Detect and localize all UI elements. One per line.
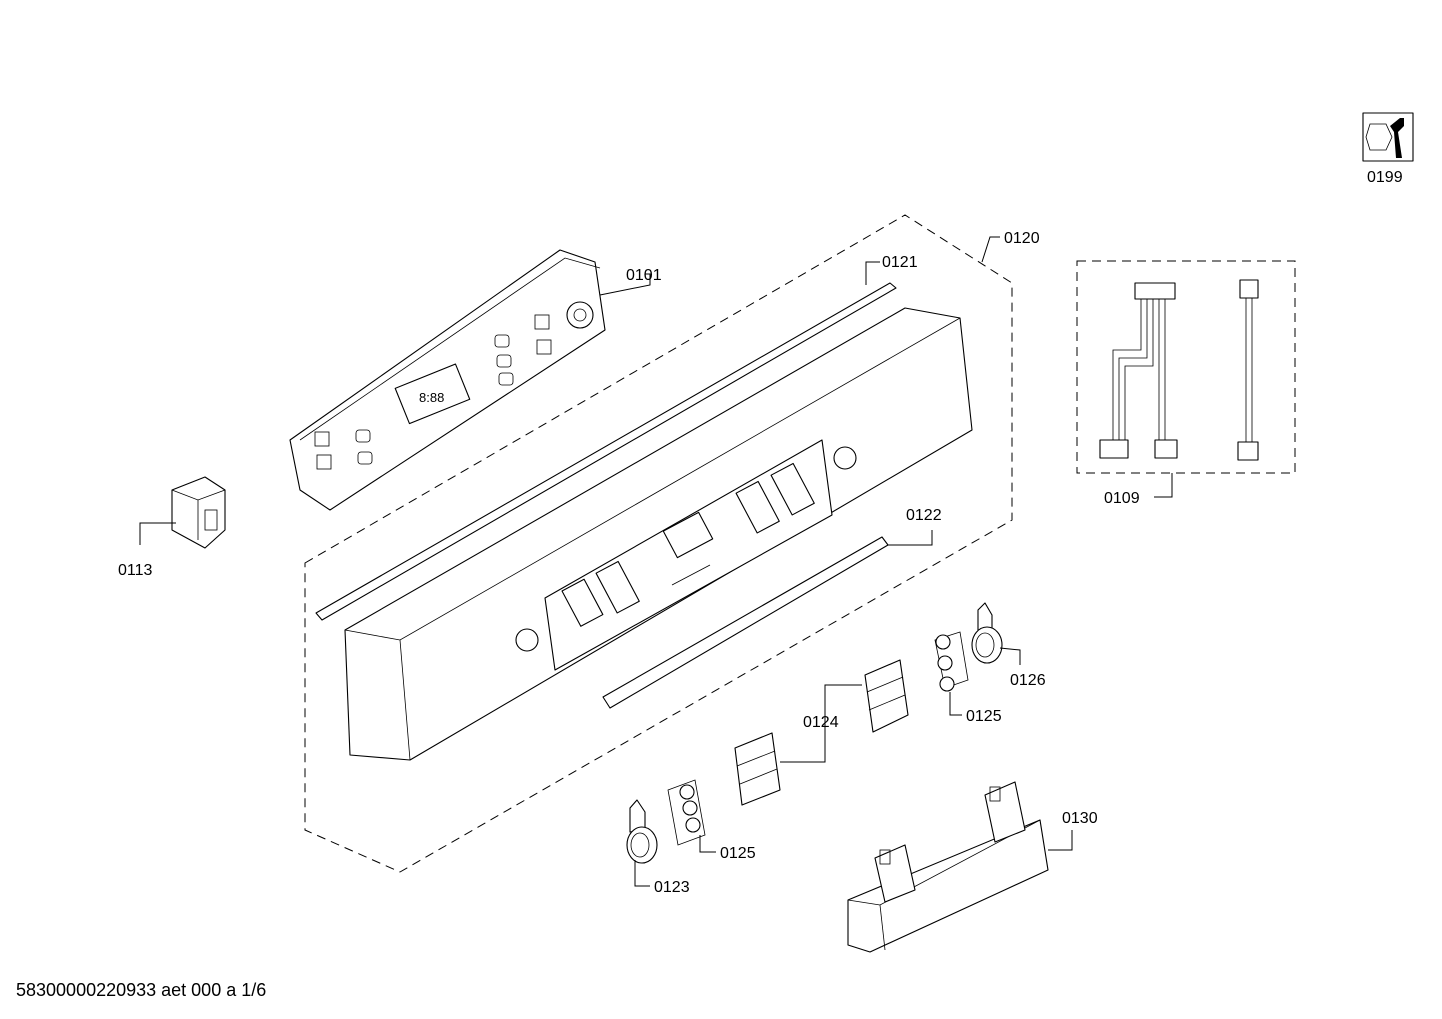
cable-harness-0109 (1099, 279, 1259, 461)
leader-0120 (981, 236, 1000, 263)
seal-strip-0121 (315, 282, 897, 621)
part-label-0123: 0123 (654, 879, 690, 896)
assembly-outline-0109 (1076, 260, 1296, 474)
leader-0130 (1048, 830, 1073, 851)
fascia-panel (344, 307, 973, 761)
leader-0124 (780, 684, 862, 763)
part-label-0122: 0122 (906, 507, 942, 524)
leader-0125-lower (699, 835, 716, 853)
leader-0121 (865, 261, 880, 285)
leader-0125-upper (949, 692, 962, 716)
part-label-0125-lower: 0125 (720, 845, 756, 862)
part-label-0126: 0126 (1010, 672, 1046, 689)
button-block-0124-upper (864, 659, 909, 733)
leader-0122 (888, 530, 933, 546)
part-label-0130: 0130 (1062, 810, 1098, 827)
part-label-0101: 0101 (626, 267, 662, 284)
service-tool-icon (1362, 112, 1414, 162)
knob-0123 (626, 799, 658, 864)
assembly-outline-0120 (304, 214, 1013, 873)
button-set-0125-upper (934, 631, 969, 692)
part-label-0124: 0124 (803, 714, 839, 731)
leader-0101 (599, 273, 651, 296)
part-label-0199: 0199 (1367, 169, 1403, 186)
part-label-0109: 0109 (1104, 490, 1140, 507)
leader-0109 (1154, 473, 1173, 498)
leader-0113 (139, 522, 176, 545)
button-block-0124-lower (734, 732, 781, 806)
button-set-0125-lower (667, 779, 706, 846)
part-label-0113: 0113 (118, 562, 153, 579)
clip-0113 (171, 476, 226, 549)
leader-0123 (634, 860, 650, 887)
knob-0126 (971, 602, 1003, 664)
part-label-0120: 0120 (1004, 230, 1040, 247)
leader-0126 (999, 647, 1021, 665)
part-label-0121: 0121 (882, 254, 918, 271)
svg-text:8:88: 8:88 (419, 390, 444, 405)
part-label-0125-upper: 0125 (966, 708, 1002, 725)
control-module-0101: 8:88 (289, 249, 606, 511)
main-housing-0130 (847, 781, 1049, 953)
document-id: 58300000220933 aet 000 a 1/6 (16, 980, 267, 1000)
